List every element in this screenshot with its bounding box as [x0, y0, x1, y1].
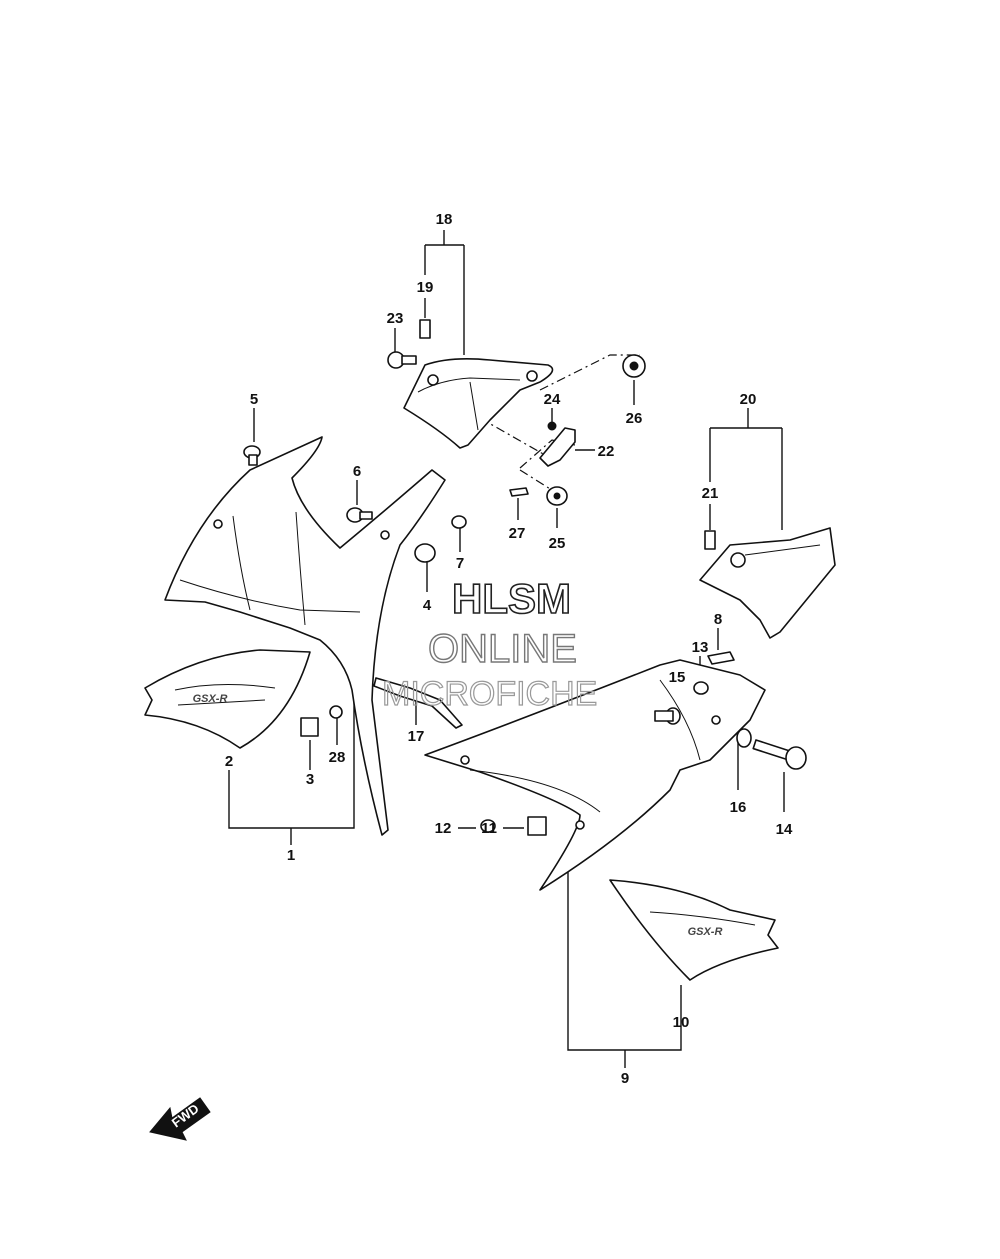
bolt-6 — [346, 507, 373, 523]
clip-3 — [300, 717, 319, 737]
decal-2: GSX-R — [144, 649, 311, 749]
callout-13: 13 — [692, 639, 709, 656]
decal-2-lettering: GSX-R — [193, 693, 228, 705]
decal-19 — [419, 319, 431, 339]
grommet-26 — [622, 354, 646, 378]
callout-28: 28 — [329, 749, 346, 766]
callout-5: 5 — [250, 391, 258, 408]
washer-16 — [736, 728, 752, 748]
callout-3: 3 — [306, 771, 314, 788]
callout-12: 12 — [435, 820, 452, 837]
callout-25: 25 — [549, 535, 566, 552]
callout-20: 20 — [740, 391, 757, 408]
callout-1: 1 — [287, 847, 295, 864]
watermark: HLSM ONLINE MICROFICHE — [381, 574, 598, 713]
callout-4: 4 — [423, 597, 432, 614]
watermark-line1: HLSM — [452, 575, 571, 622]
decal-10-lettering: GSX-R — [688, 926, 723, 938]
rivet-7 — [451, 515, 467, 529]
upper-cowl-part — [403, 357, 554, 449]
decal-21 — [704, 530, 716, 550]
inner-panel-part — [699, 527, 836, 639]
callout-19: 19 — [417, 279, 434, 296]
grommet-4 — [414, 543, 436, 563]
callout-24: 24 — [544, 391, 561, 408]
callout-26: 26 — [626, 410, 643, 427]
watermark-line3: MICROFICHE — [382, 675, 597, 713]
clip-11 — [527, 816, 547, 836]
callout-2: 2 — [225, 753, 233, 770]
callout-27: 27 — [509, 525, 526, 542]
trim-strip-17 — [373, 677, 463, 729]
callout-18: 18 — [436, 211, 453, 228]
screw-24 — [547, 421, 557, 431]
bolt-23 — [387, 351, 417, 369]
pad-8 — [707, 651, 735, 665]
callout-9: 9 — [621, 1070, 629, 1087]
bolt-14 — [752, 739, 807, 770]
screw-12 — [460, 755, 496, 833]
callout-10: 10 — [673, 1014, 690, 1031]
callout-8: 8 — [714, 611, 722, 628]
collar-15 — [654, 707, 681, 725]
callout-22: 22 — [598, 443, 615, 460]
callout-14: 14 — [776, 821, 793, 838]
front-cowl-part — [164, 436, 446, 836]
fwd-arrow-icon: FWD — [149, 1097, 211, 1141]
rivet-13 — [693, 681, 709, 695]
callout-15: 15 — [669, 669, 686, 686]
callout-16: 16 — [730, 799, 747, 816]
nut-25 — [546, 486, 568, 506]
screw-28 — [329, 705, 343, 719]
watermark-line2: ONLINE — [428, 627, 577, 671]
decal-10: GSX-R — [609, 879, 779, 981]
pad-27 — [509, 487, 529, 497]
callout-23: 23 — [387, 310, 404, 327]
bolt-5 — [243, 445, 261, 466]
callout-21: 21 — [702, 485, 719, 502]
callout-17: 17 — [408, 728, 425, 745]
callout-11: 11 — [481, 820, 497, 837]
bracket-22 — [539, 427, 576, 467]
callout-labels: 1 2 3 4 5 6 7 8 9 10 11 12 13 14 15 16 1… — [225, 211, 793, 1087]
callout-7: 7 — [456, 555, 464, 572]
callout-6: 6 — [353, 463, 361, 480]
